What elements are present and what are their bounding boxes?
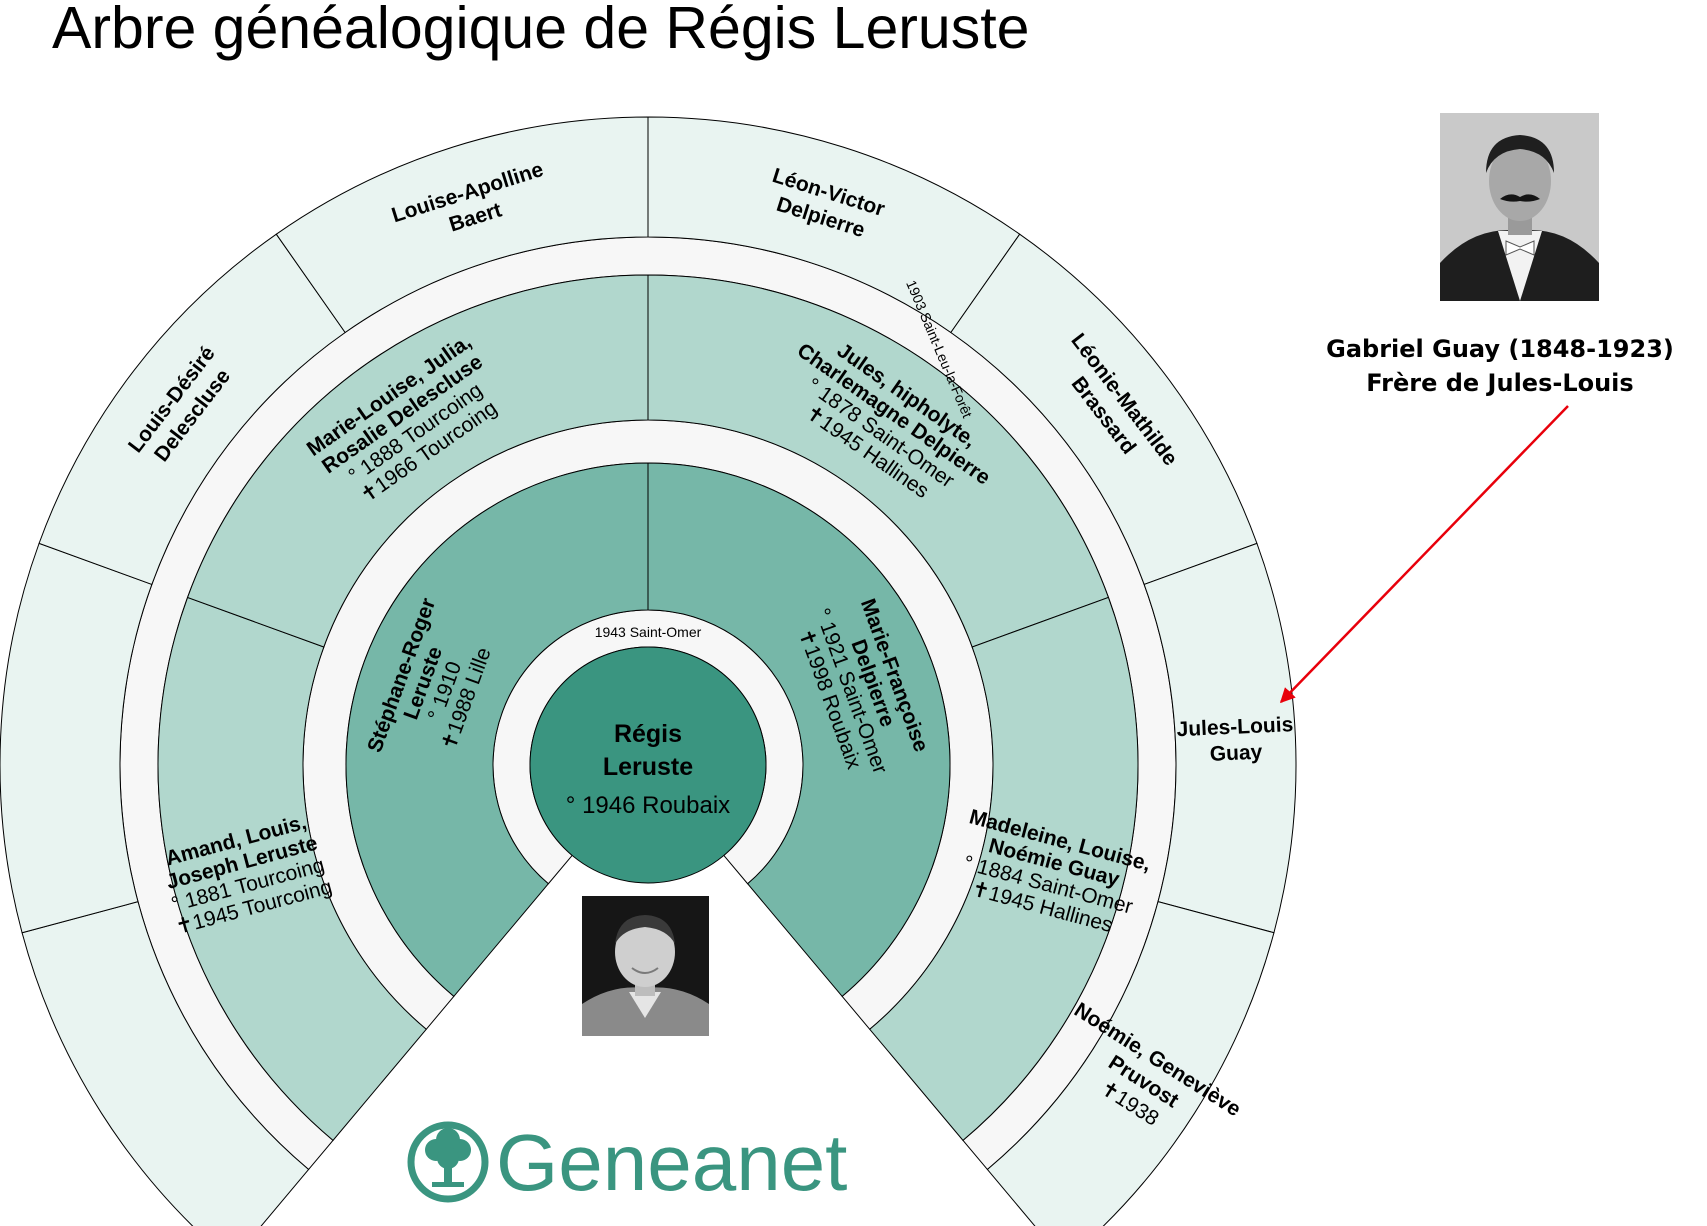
geneanet-logo: Geneanet <box>407 1118 847 1207</box>
relative-photo <box>1440 113 1599 301</box>
photo-hair <box>1486 135 1554 173</box>
person-name: Guay <box>1209 741 1263 766</box>
side-note: Gabriel Guay (1848-1923) Frère de Jules-… <box>1290 332 1707 400</box>
photo-collar <box>629 992 661 1018</box>
person-name: Jules-Louis <box>1176 713 1294 741</box>
parent-box-2[interactable] <box>647 462 951 998</box>
logo-text: Geneanet <box>496 1118 847 1207</box>
logo-circle <box>407 1121 489 1203</box>
photo-face <box>615 917 675 987</box>
root-name-line2: Leruste <box>603 753 693 781</box>
great-grandparent-box-8[interactable] <box>986 901 1275 1226</box>
tree-icon <box>425 1128 471 1187</box>
grandparent-box-4[interactable] <box>869 596 1139 1142</box>
root-birth: ° 1946 Roubaix <box>566 792 730 819</box>
annotation-arrow <box>1279 405 1569 704</box>
root-name-line1: Régis <box>614 720 682 748</box>
side-note-line2: Frère de Jules-Louis <box>1366 369 1634 397</box>
photo-smile <box>631 967 659 974</box>
photo-face <box>1489 141 1551 221</box>
side-note-line1: Gabriel Guay (1848-1923) <box>1326 335 1674 363</box>
grandparent-box-1[interactable] <box>157 596 427 1142</box>
photo-hair <box>615 915 675 944</box>
root-circle[interactable] <box>529 646 767 884</box>
photo-moustache <box>1500 194 1540 202</box>
grandparent-box-2[interactable] <box>186 274 649 648</box>
marriage-label-parents: 1943 Saint-Omer <box>595 624 702 640</box>
grandparent-box-3[interactable] <box>647 274 1110 648</box>
page-title: Arbre généalogique de Régis Leruste <box>52 0 1030 61</box>
photo-bowtie <box>1505 240 1535 256</box>
root-photo <box>582 896 709 1036</box>
root-person[interactable]: Régis Leruste ° 1946 Roubaix <box>529 646 767 884</box>
parent-box-1[interactable] <box>345 462 649 998</box>
